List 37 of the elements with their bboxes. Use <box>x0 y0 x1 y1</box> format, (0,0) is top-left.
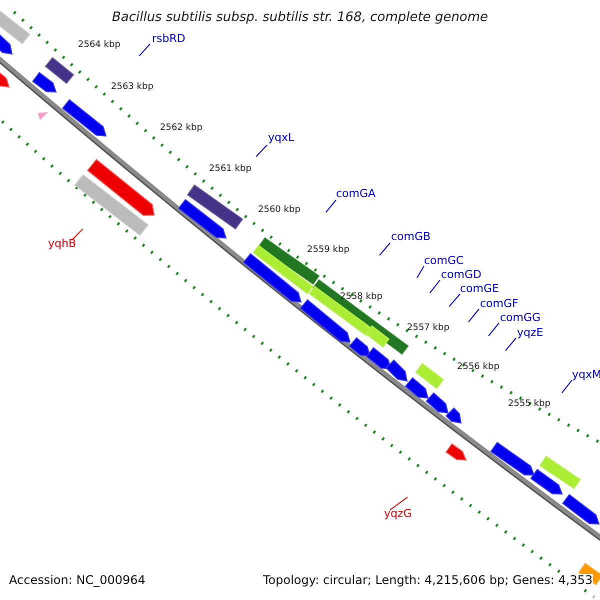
scale-label: 2557 kbp <box>407 324 450 333</box>
scale-label: 2559 kbp <box>307 246 350 255</box>
leader-line <box>429 280 440 294</box>
accession-text: Accession: NC_000964 <box>9 574 146 586</box>
gene-label: yqzE <box>517 327 544 338</box>
gene-label: comGC <box>424 255 464 266</box>
gene-label: rsbRD <box>152 33 186 44</box>
gene-label: comGD <box>441 269 482 280</box>
scale-label: 2562 kbp <box>160 124 202 133</box>
scale-label: 2561 kbp <box>209 165 252 174</box>
gene-label: yqhB <box>48 238 76 249</box>
genome-summary: Topology: circular; Length: 4,215,606 bp; Genes: 4,353 <box>263 574 593 586</box>
gene-label: yqzG <box>384 508 412 519</box>
gene-label: comGF <box>480 298 518 309</box>
gene-label: comGB <box>391 231 431 242</box>
leader-line <box>448 294 460 308</box>
leader-line <box>390 496 408 510</box>
gene-label: comGE <box>460 283 499 294</box>
scale-label: 2555 kbp <box>508 400 550 409</box>
leader-line <box>256 144 268 158</box>
gene-label: comGG <box>500 312 541 323</box>
leader-line <box>379 242 390 256</box>
map-title: Bacillus subtilis subsp. subtilis str. 168, complete genome <box>110 11 490 24</box>
leader-line <box>325 200 336 213</box>
leader-line <box>138 44 150 56</box>
leader-line <box>468 308 480 322</box>
leader-line <box>505 338 516 352</box>
scale-label: 2556 kbp <box>457 363 500 372</box>
scale-label: 2563 kbp <box>111 83 154 92</box>
scale-label: 2564 kbp <box>78 41 120 50</box>
gene-label: comGA <box>336 188 376 199</box>
scale-label: 2560 kbp <box>258 206 300 215</box>
leader-line <box>416 266 424 278</box>
leader-line <box>488 322 500 336</box>
leader-line <box>72 228 84 240</box>
gene-label: yqxL <box>268 132 294 143</box>
leader-line <box>561 380 572 394</box>
